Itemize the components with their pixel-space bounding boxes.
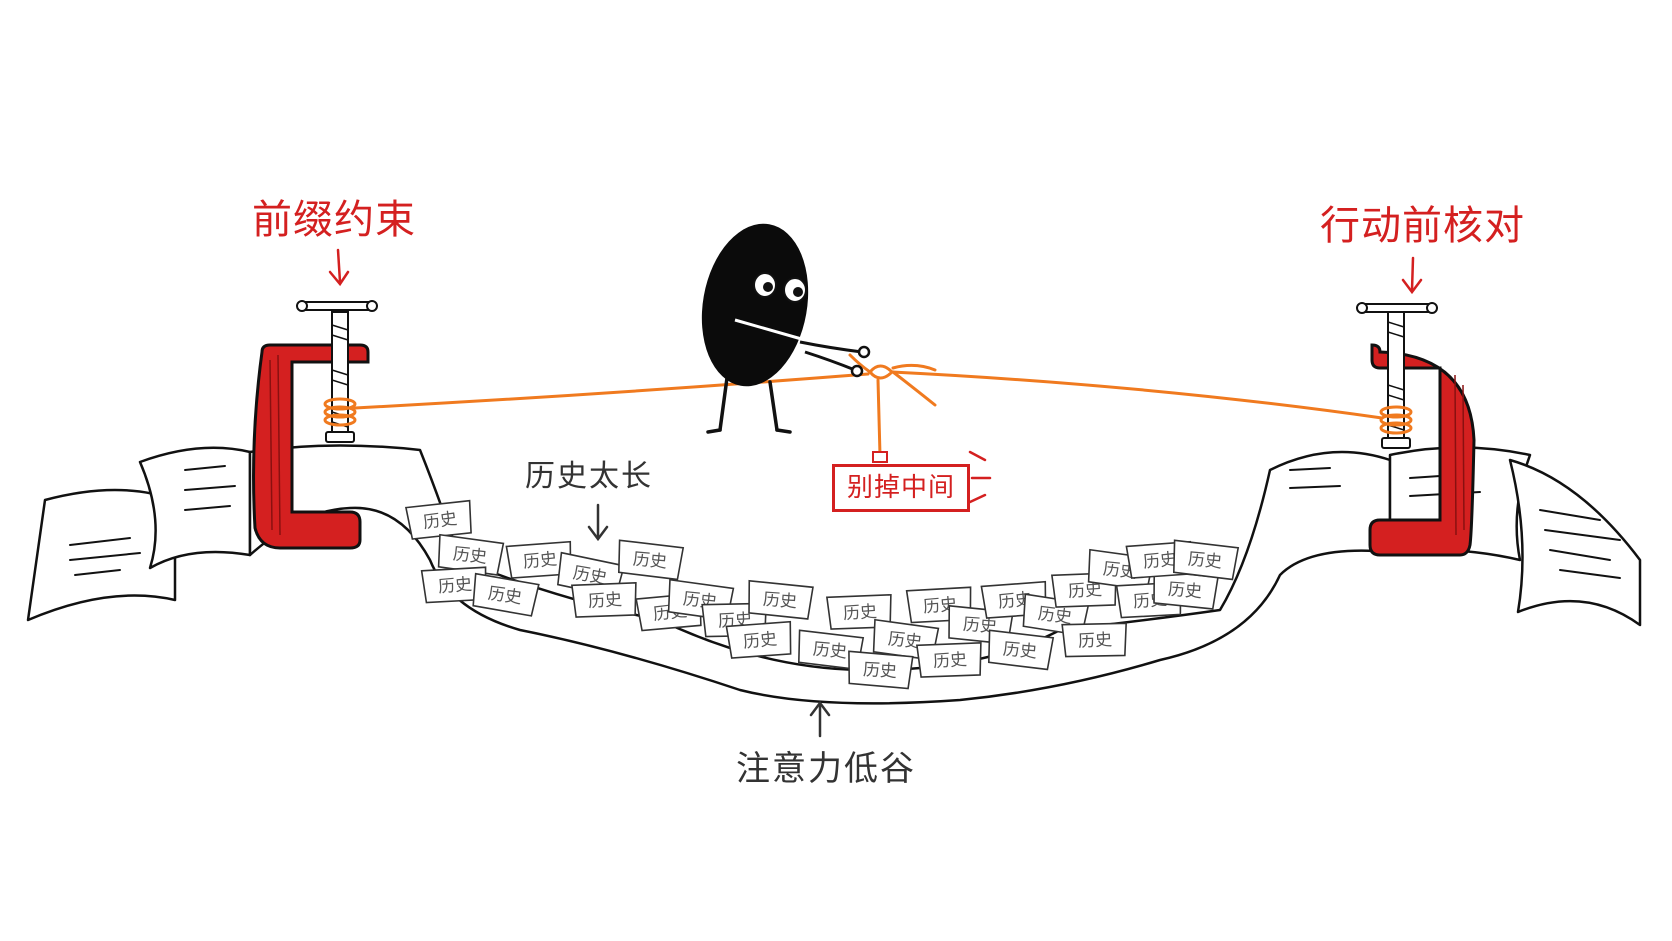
- arrow-down-icon-right: [1401, 256, 1423, 295]
- history-scrap-label: 历史: [1167, 580, 1202, 602]
- history-scrap-label: 历史: [1078, 630, 1113, 652]
- history-scrap: 历史: [748, 579, 814, 620]
- history-scrap: 历史: [848, 650, 914, 690]
- history-scrap: 历史: [987, 629, 1055, 671]
- history-scrap-label: 历史: [862, 660, 897, 682]
- history-scrap-label: 历史: [1002, 640, 1038, 663]
- paper-strip-left: [26, 446, 252, 622]
- arrow-down-icon-left: [328, 248, 350, 287]
- history-scrap-label: 历史: [762, 590, 797, 612]
- history-scrap-label: 历史: [452, 544, 488, 567]
- history-scrap-label: 历史: [742, 629, 778, 652]
- left-clamp-label: 前缀约束: [252, 197, 416, 243]
- emphasis-marks-icon: [968, 450, 992, 504]
- history-scrap: 历史: [1061, 622, 1128, 658]
- arrow-down-icon-history: [587, 503, 609, 542]
- history-scrap-label: 历史: [632, 550, 668, 573]
- history-scrap-label: 历史: [1067, 580, 1102, 602]
- history-scrap: 历史: [1153, 569, 1219, 610]
- history-scrap-label: 历史: [1142, 549, 1178, 572]
- history-scrap-label: 历史: [962, 615, 997, 637]
- history-scrap: 历史: [420, 566, 487, 604]
- history-scrap-label: 历史: [422, 509, 458, 534]
- history-scrap-label: 历史: [887, 629, 923, 652]
- character-icon: [701, 223, 871, 434]
- history-scrap: 历史: [437, 533, 505, 576]
- history-scrap-label: 历史: [932, 650, 967, 672]
- history-scrap-label: 历史: [522, 549, 558, 572]
- history-scrap-label: 历史: [1187, 550, 1223, 573]
- dont-drop-middle-tag: 别掉中间: [832, 464, 971, 512]
- tag-hook-icon: [872, 451, 888, 463]
- history-scrap-label: 历史: [842, 602, 877, 624]
- left-clamp-icon: [252, 300, 378, 550]
- history-scrap: 历史: [725, 620, 792, 659]
- arrow-up-icon: [809, 700, 831, 738]
- history-scraps: 历史历史历史历史历史历史历史历史历史历史历史历史历史历史历史历史历史历史历史历史…: [404, 499, 1240, 690]
- history-scrap: 历史: [404, 499, 472, 540]
- history-scrap-label: 历史: [487, 584, 523, 609]
- right-clamp-label: 行动前核对: [1320, 203, 1525, 249]
- history-scrap: 历史: [505, 540, 572, 579]
- history-too-long-label: 历史太长: [525, 459, 653, 494]
- attention-valley-label: 注意力低谷: [736, 749, 916, 789]
- history-scrap-label: 历史: [1037, 604, 1073, 628]
- right-clamp-icon: [1356, 302, 1476, 557]
- history-scrap: 历史: [617, 539, 685, 581]
- history-scrap: 历史: [797, 629, 865, 671]
- history-scrap-label: 历史: [587, 590, 622, 612]
- string-icon: [353, 353, 1384, 457]
- history-scrap-label: 历史: [437, 575, 473, 598]
- history-scrap: 历史: [1172, 539, 1240, 581]
- history-scrap-label: 历史: [812, 640, 848, 663]
- history-scrap: 历史: [915, 641, 982, 678]
- history-scrap: 历史: [472, 572, 540, 617]
- history-scrap: 历史: [570, 581, 637, 618]
